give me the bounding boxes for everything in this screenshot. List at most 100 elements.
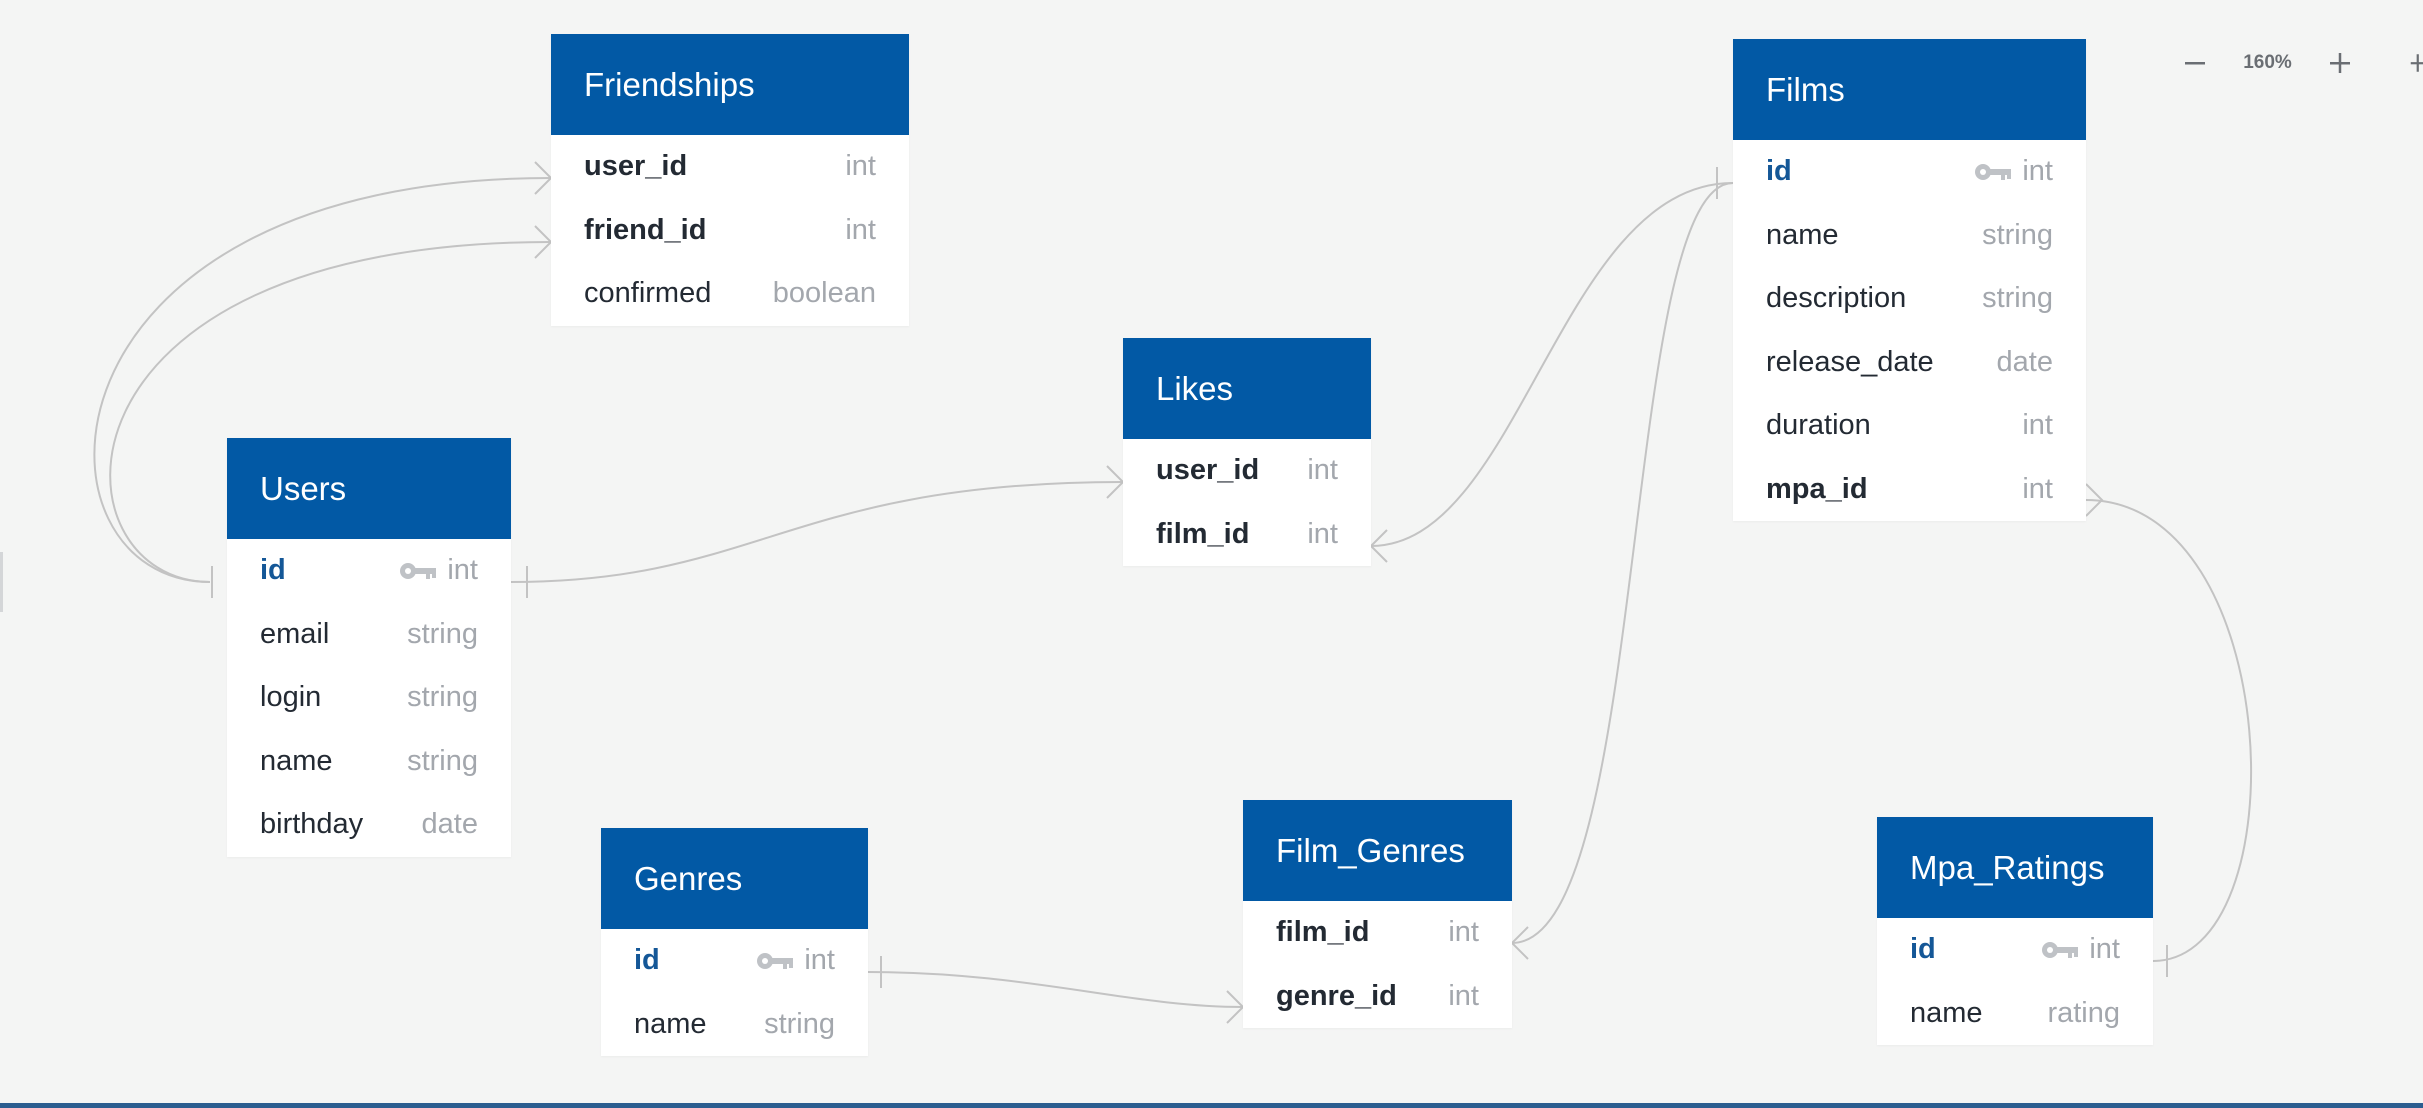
- field-type: int: [2022, 472, 2053, 505]
- field-type: int: [1448, 979, 1479, 1012]
- field-row[interactable]: name rating: [1877, 982, 2153, 1046]
- field-name: id: [1766, 155, 1792, 188]
- field-row[interactable]: email string: [227, 603, 511, 667]
- field-row[interactable]: login string: [227, 666, 511, 730]
- field-row[interactable]: user_id int: [1123, 439, 1371, 503]
- minus-icon: [2185, 62, 2205, 65]
- field-type: string: [1982, 282, 2053, 315]
- table-mpa-ratings[interactable]: Mpa_Ratings id int name rating: [1877, 817, 2153, 1045]
- zoom-in-button[interactable]: [2315, 38, 2365, 88]
- field-row[interactable]: id int: [227, 539, 511, 603]
- fit-view-button[interactable]: [2402, 38, 2423, 88]
- field-row[interactable]: duration int: [1733, 394, 2086, 458]
- plus-icon: [2410, 54, 2423, 72]
- key-icon: [399, 561, 437, 581]
- field-row[interactable]: id int: [1877, 918, 2153, 982]
- field-name: id: [260, 554, 286, 587]
- many-marker-likes-film: [1369, 529, 1388, 563]
- field-type: string: [764, 1007, 835, 1040]
- field-type: int: [804, 944, 835, 977]
- table-film-genres[interactable]: Film_Genres film_id int genre_id int: [1243, 800, 1512, 1028]
- field-name: release_date: [1766, 345, 1934, 378]
- field-row[interactable]: confirmed boolean: [551, 262, 909, 326]
- table-header[interactable]: Users: [227, 438, 511, 539]
- table-header[interactable]: Film_Genres: [1243, 800, 1512, 901]
- field-name: genre_id: [1276, 979, 1397, 1012]
- field-name: film_id: [1156, 517, 1250, 550]
- panel-handle[interactable]: [0, 552, 3, 612]
- field-row[interactable]: birthday date: [227, 793, 511, 857]
- bottom-bar: [0, 1103, 2423, 1108]
- key-icon: [756, 951, 794, 971]
- field-type: int: [2089, 933, 2120, 966]
- field-row[interactable]: user_id int: [551, 135, 909, 199]
- many-marker-films-mpa: [2085, 483, 2104, 517]
- field-name: name: [634, 1007, 707, 1040]
- field-name: friend_id: [584, 213, 707, 246]
- field-name: film_id: [1276, 916, 1370, 949]
- relation-films-likes: [1370, 182, 1734, 547]
- field-row[interactable]: genre_id int: [1243, 965, 1512, 1029]
- many-marker-filmgenres-film: [1510, 926, 1529, 960]
- field-type: rating: [2047, 996, 2120, 1029]
- table-header[interactable]: Friendships: [551, 34, 909, 135]
- field-name: email: [260, 617, 330, 650]
- table-header[interactable]: Likes: [1123, 338, 1371, 439]
- field-type: int: [845, 213, 876, 246]
- field-type: date: [421, 808, 478, 841]
- field-name: birthday: [260, 808, 364, 841]
- field-type: int: [1307, 454, 1338, 487]
- zoom-out-button[interactable]: [2170, 38, 2220, 88]
- field-row[interactable]: description string: [1733, 267, 2086, 331]
- field-type: string: [407, 681, 478, 714]
- field-type: int: [1307, 517, 1338, 550]
- field-type: int: [845, 150, 876, 183]
- relation-users-likes: [510, 481, 1124, 583]
- relation-films-filmgenres: [1511, 182, 1734, 944]
- table-header[interactable]: Films: [1733, 39, 2086, 140]
- plus-icon: [2330, 53, 2350, 73]
- field-row[interactable]: name string: [601, 993, 868, 1057]
- key-icon: [2041, 940, 2079, 960]
- field-type: string: [407, 744, 478, 777]
- relation-mpa-films: [2085, 499, 2253, 962]
- field-row[interactable]: id int: [1733, 140, 2086, 204]
- field-type: string: [1982, 218, 2053, 251]
- field-row[interactable]: mpa_id int: [1733, 458, 2086, 522]
- table-friendships[interactable]: Friendships user_id int friend_id int co…: [551, 34, 909, 326]
- field-type: boolean: [772, 277, 876, 310]
- table-genres[interactable]: Genres id int name string: [601, 828, 868, 1056]
- zoom-level[interactable]: 160%: [2243, 52, 2292, 73]
- table-films[interactable]: Films id int name string description str…: [1733, 39, 2086, 521]
- field-row[interactable]: release_date date: [1733, 331, 2086, 395]
- field-row[interactable]: film_id int: [1243, 901, 1512, 965]
- field-row[interactable]: friend_id int: [551, 199, 909, 263]
- field-name: duration: [1766, 409, 1871, 442]
- field-type: date: [1996, 345, 2053, 378]
- relation-users-friendships-friend: [109, 241, 552, 583]
- field-name: mpa_id: [1766, 472, 1868, 505]
- field-type: int: [2022, 409, 2053, 442]
- table-header[interactable]: Mpa_Ratings: [1877, 817, 2153, 918]
- field-name: user_id: [584, 150, 688, 183]
- field-name: name: [1910, 996, 1983, 1029]
- relation-users-friendships-user: [93, 177, 552, 583]
- field-row[interactable]: name string: [227, 730, 511, 794]
- field-name: login: [260, 681, 322, 714]
- field-name: name: [260, 744, 333, 777]
- field-type: int: [2022, 155, 2053, 188]
- relation-genres-filmgenres: [867, 971, 1244, 1008]
- field-name: description: [1766, 282, 1907, 315]
- field-row[interactable]: id int: [601, 929, 868, 993]
- field-type: int: [447, 554, 478, 587]
- key-icon: [1974, 162, 2012, 182]
- field-row[interactable]: name string: [1733, 204, 2086, 268]
- field-type: string: [407, 617, 478, 650]
- table-users[interactable]: Users id int email string login string n…: [227, 438, 511, 857]
- field-name: id: [634, 944, 660, 977]
- field-name: id: [1910, 933, 1936, 966]
- table-header[interactable]: Genres: [601, 828, 868, 929]
- table-likes[interactable]: Likes user_id int film_id int: [1123, 338, 1371, 566]
- field-row[interactable]: film_id int: [1123, 503, 1371, 567]
